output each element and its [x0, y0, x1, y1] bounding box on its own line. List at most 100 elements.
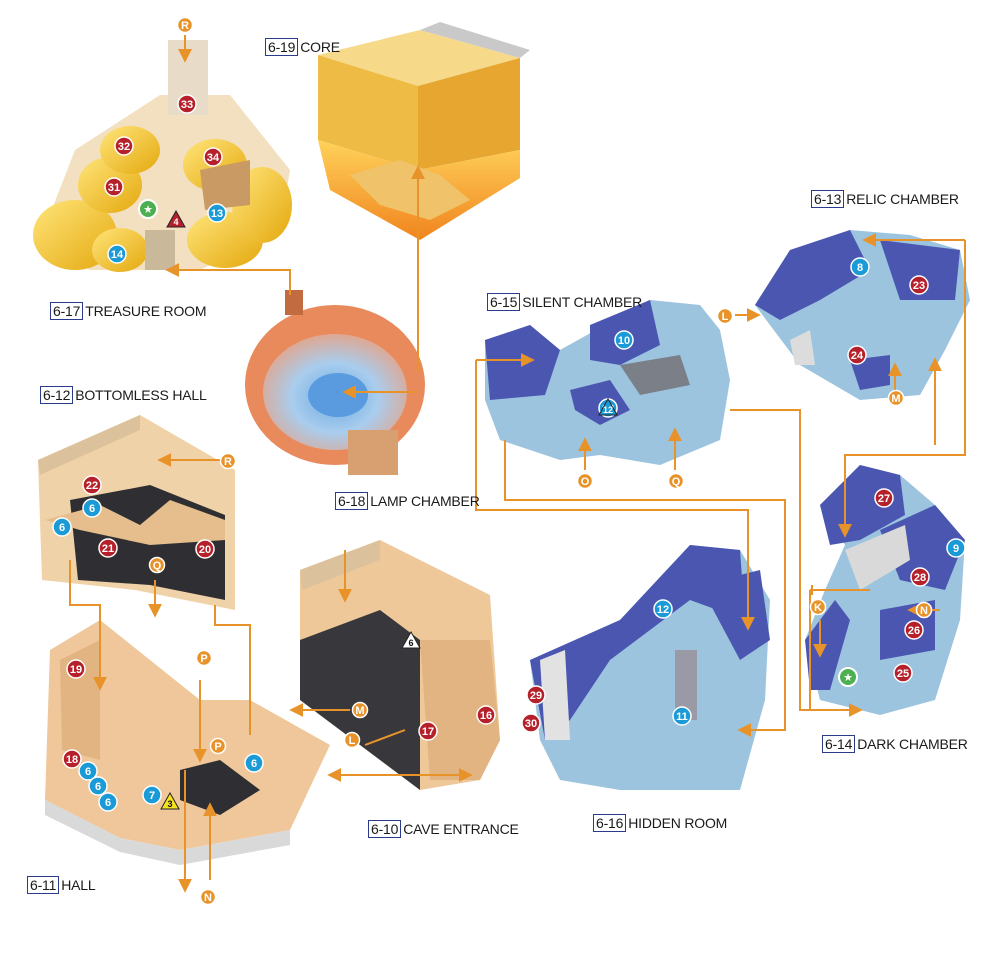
room-id: 6-15 [487, 293, 521, 311]
red-marker-label: 20 [199, 544, 211, 556]
room-hall [45, 620, 330, 865]
room-id: 6-17 [50, 302, 84, 320]
room-lamp [245, 290, 425, 475]
room-id: 6-14 [822, 735, 856, 753]
connector-p-label: P [214, 741, 221, 753]
blue-marker: 6 [52, 517, 72, 537]
red-marker-label: 21 [102, 543, 114, 555]
red-marker-label: 16 [480, 710, 492, 722]
blue-marker: 6 [78, 761, 98, 781]
room-id: 6-16 [593, 814, 627, 832]
room-name: TREASURE ROOM [85, 303, 207, 319]
connector-m: M [887, 389, 905, 407]
room-label-hidden: 6-16 HIDDEN ROOM [593, 814, 727, 832]
blue-marker: 6 [82, 498, 102, 518]
blue-marker: 14 [107, 244, 127, 264]
triangle-marker: 12 [598, 397, 618, 416]
blue-marker-label: 6 [89, 503, 95, 515]
connector-o-label: O [581, 476, 590, 488]
room-core [318, 22, 530, 240]
connector-q: Q [667, 472, 685, 490]
room-label-relic: 6-13 RELIC CHAMBER [811, 190, 959, 208]
red-marker-label: 28 [914, 572, 926, 584]
room-label-treasure: 6-17 TREASURE ROOM [50, 302, 207, 320]
connector-p: P [195, 649, 213, 667]
connector-n-label: N [204, 892, 212, 904]
red-marker-label: 25 [897, 668, 909, 680]
connector-k: K [809, 598, 827, 616]
star-icon: ★ [838, 667, 858, 687]
connector-l-label: L [722, 311, 729, 323]
connector-m: M [351, 701, 369, 719]
room-cave-entrance [300, 540, 500, 790]
connector-n: N [199, 888, 217, 906]
connector-q: Q [148, 556, 166, 574]
blue-marker-label: 6 [95, 781, 101, 793]
triangle-marker: 4 [166, 209, 186, 228]
blue-marker: 6 [88, 776, 108, 796]
red-marker: 28 [910, 567, 930, 587]
red-marker: 17 [418, 721, 438, 741]
red-marker-label: 26 [908, 625, 920, 637]
room-name: DARK CHAMBER [857, 736, 968, 752]
room-label-cave-entrance: 6-10 CAVE ENTRANCE [368, 820, 519, 838]
blue-marker: 10 [614, 330, 634, 350]
red-marker-label: 17 [422, 726, 434, 738]
red-marker: 33 [177, 94, 197, 114]
room-id: 6-11 [27, 876, 60, 894]
room-name: CAVE ENTRANCE [403, 821, 519, 837]
blue-marker-label: 12 [657, 604, 669, 616]
red-marker-label: 24 [851, 350, 864, 362]
connector-p-label: P [200, 653, 207, 665]
blue-marker-label: 14 [111, 249, 124, 261]
blue-marker-label: 13 [211, 208, 223, 220]
svg-text:★: ★ [843, 672, 853, 684]
triangle-marker: 6 [401, 630, 421, 649]
blue-marker-label: 8 [857, 262, 863, 274]
blue-number-markers: 131410812666666791112 [52, 203, 966, 812]
connector-r-label: R [224, 456, 232, 468]
room-name: HIDDEN ROOM [628, 815, 728, 831]
red-marker-label: 22 [86, 480, 98, 492]
star-icon: ★ [138, 199, 158, 219]
red-marker: 27 [874, 488, 894, 508]
room-name: BOTTOMLESS HALL [75, 387, 207, 403]
connector-p: P [209, 737, 227, 755]
red-marker: 26 [904, 620, 924, 640]
red-marker: 34 [203, 147, 223, 167]
red-marker-label: 27 [878, 493, 890, 505]
room-relic [755, 230, 970, 400]
blue-marker-label: 9 [953, 543, 959, 555]
blue-marker-label: 6 [59, 522, 65, 534]
room-id: 6-10 [368, 820, 402, 838]
red-marker-label: 29 [530, 690, 542, 702]
red-marker: 23 [909, 275, 929, 295]
red-marker: 31 [104, 177, 124, 197]
red-marker-label: 32 [118, 141, 130, 153]
red-marker: 21 [98, 538, 118, 558]
connector-m-label: M [891, 393, 900, 405]
connector-n-label: N [920, 605, 928, 617]
connector-o: O [576, 472, 594, 490]
room-label-bottomless: 6-12 BOTTOMLESS HALL [40, 386, 207, 404]
blue-marker: 11 [672, 706, 692, 726]
red-marker-label: 34 [207, 152, 220, 164]
room-name: SILENT CHAMBER [522, 294, 643, 310]
red-marker: 32 [114, 136, 134, 156]
triangle-marker-label: 12 [603, 405, 613, 415]
red-marker-label: 19 [70, 664, 82, 676]
blue-marker: 13 [207, 203, 227, 223]
room-name: CORE [300, 39, 340, 55]
room-id: 6-19 [265, 38, 299, 56]
room-treasure [33, 40, 292, 272]
blue-marker: 6 [98, 792, 118, 812]
room-id: 6-18 [335, 492, 369, 510]
connector-l: L [716, 307, 734, 325]
blue-marker: 8 [850, 257, 870, 277]
connector-k-label: K [814, 602, 822, 614]
room-id: 6-12 [40, 386, 74, 404]
room-label-hall: 6-11 HALL [27, 876, 96, 894]
